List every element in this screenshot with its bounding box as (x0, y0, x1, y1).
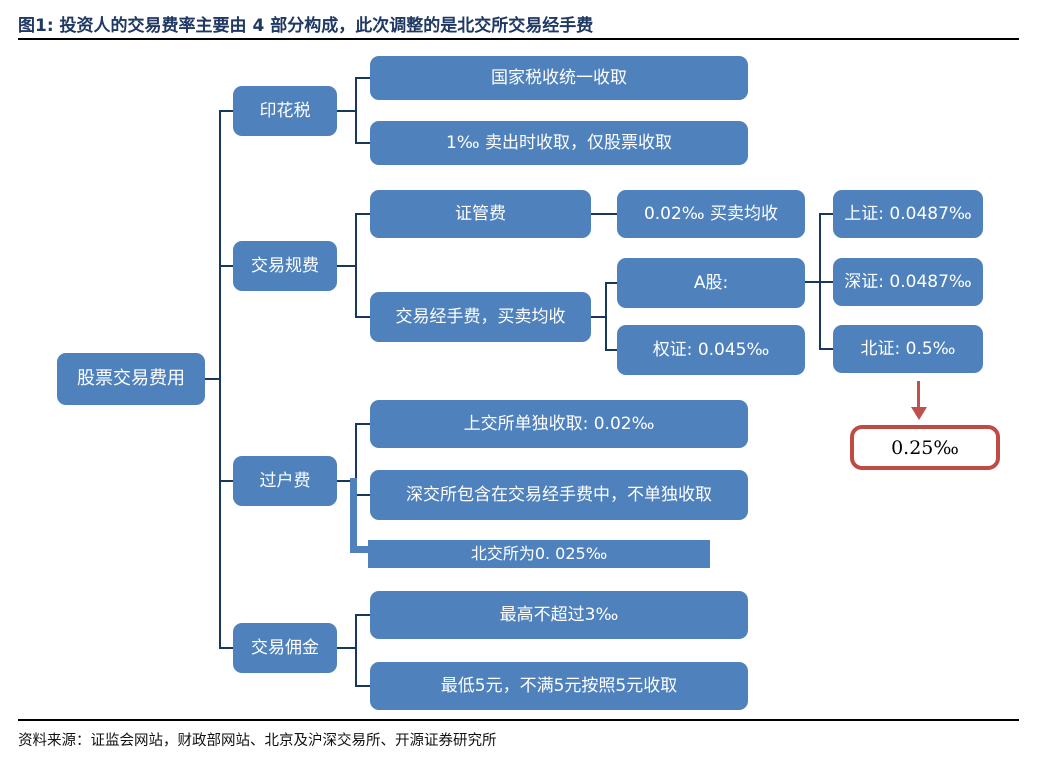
title-divider (18, 38, 1019, 40)
node-stamp-rate: 1‰ 卖出时收取，仅股票收取 (370, 121, 748, 165)
connector-trunk-stamp (220, 110, 233, 112)
node-commission-min: 最低5元，不满5元按照5元收取 (370, 662, 748, 710)
connector-commission-bracket (355, 614, 357, 687)
figure-title: 图1: 投资人的交易费率主要由 4 部分构成，此次调整的是北交所交易经手费 (18, 16, 594, 36)
connector-commission-out (337, 647, 356, 649)
node-transfer-szse: 深交所包含在交易经手费中，不单独收取 (370, 470, 748, 520)
node-regulatory-fee: 交易规费 (233, 241, 337, 291)
node-a-share: A股: (617, 258, 805, 308)
connector-stamp-child1 (355, 77, 370, 79)
connector-transfer-szse (355, 494, 370, 496)
connector-supervision-rate (591, 213, 617, 215)
connector-transfer-out (337, 480, 356, 482)
connector-transfer-bse-horizontal (350, 546, 368, 553)
connector-exchange-bj (819, 348, 833, 350)
node-warrant-rate: 权证: 0.045‰ (617, 325, 805, 375)
node-stamp-tax: 印花税 (233, 86, 337, 136)
connector-trunk-commission (220, 647, 233, 649)
node-handling-fee: 交易经手费，买卖均收 (370, 292, 591, 342)
node-bj-new-rate-highlight: 0.25‰ (850, 425, 1000, 470)
connector-trunk (219, 110, 221, 649)
node-bj-rate: 北证: 0.5‰ (833, 325, 983, 373)
down-arrow-head-icon (911, 407, 927, 420)
node-supervision-fee: 证管费 (370, 190, 591, 238)
connector-root-stub (205, 378, 221, 380)
connector-regulatory-bracket (355, 213, 357, 318)
node-commission: 交易佣金 (233, 623, 337, 673)
connector-stamp-bracket (355, 77, 357, 144)
connector-regulatory-out (337, 265, 356, 267)
source-divider (18, 719, 1019, 721)
connector-handling-out (591, 316, 606, 318)
connector-handling-bracket (605, 282, 607, 351)
connector-commission-min (355, 685, 370, 687)
connector-exchange-sh (819, 213, 833, 215)
connector-stamp-out (337, 110, 356, 112)
connector-trunk-transfer (220, 480, 233, 482)
connector-commission-max (355, 614, 370, 616)
node-stamp-collector: 国家税收统一收取 (370, 56, 748, 100)
node-sh-rate: 上证: 0.0487‰ (833, 190, 983, 238)
node-root-stock-trading-fees: 股票交易费用 (57, 353, 205, 405)
connector-trunk-regulatory (220, 265, 233, 267)
connector-regulatory-child1 (355, 213, 370, 215)
node-sz-rate: 深证: 0.0487‰ (833, 258, 983, 306)
node-transfer-fee: 过户费 (233, 456, 337, 506)
node-transfer-sse: 上交所单独收取: 0.02‰ (370, 400, 748, 448)
node-commission-max: 最高不超过3‰ (370, 591, 748, 639)
connector-transfer-bracket (355, 423, 357, 497)
connector-handling-warrant (605, 349, 617, 351)
connector-exchange-bracket (819, 213, 821, 350)
figure-source: 资料来源：证监会网站，财政部网站、北京及沪深交易所、开源证券研究所 (18, 733, 497, 749)
connector-regulatory-child2 (355, 316, 370, 318)
node-supervision-rate: 0.02‰ 买卖均收 (617, 190, 805, 238)
connector-transfer-sse (355, 423, 370, 425)
connector-stamp-child2 (355, 142, 370, 144)
down-arrow-icon (917, 381, 920, 409)
connector-handling-ashare (605, 282, 617, 284)
node-transfer-bse: 北交所为0. 025‰ (368, 540, 710, 568)
connector-transfer-bse-vertical (350, 478, 357, 553)
